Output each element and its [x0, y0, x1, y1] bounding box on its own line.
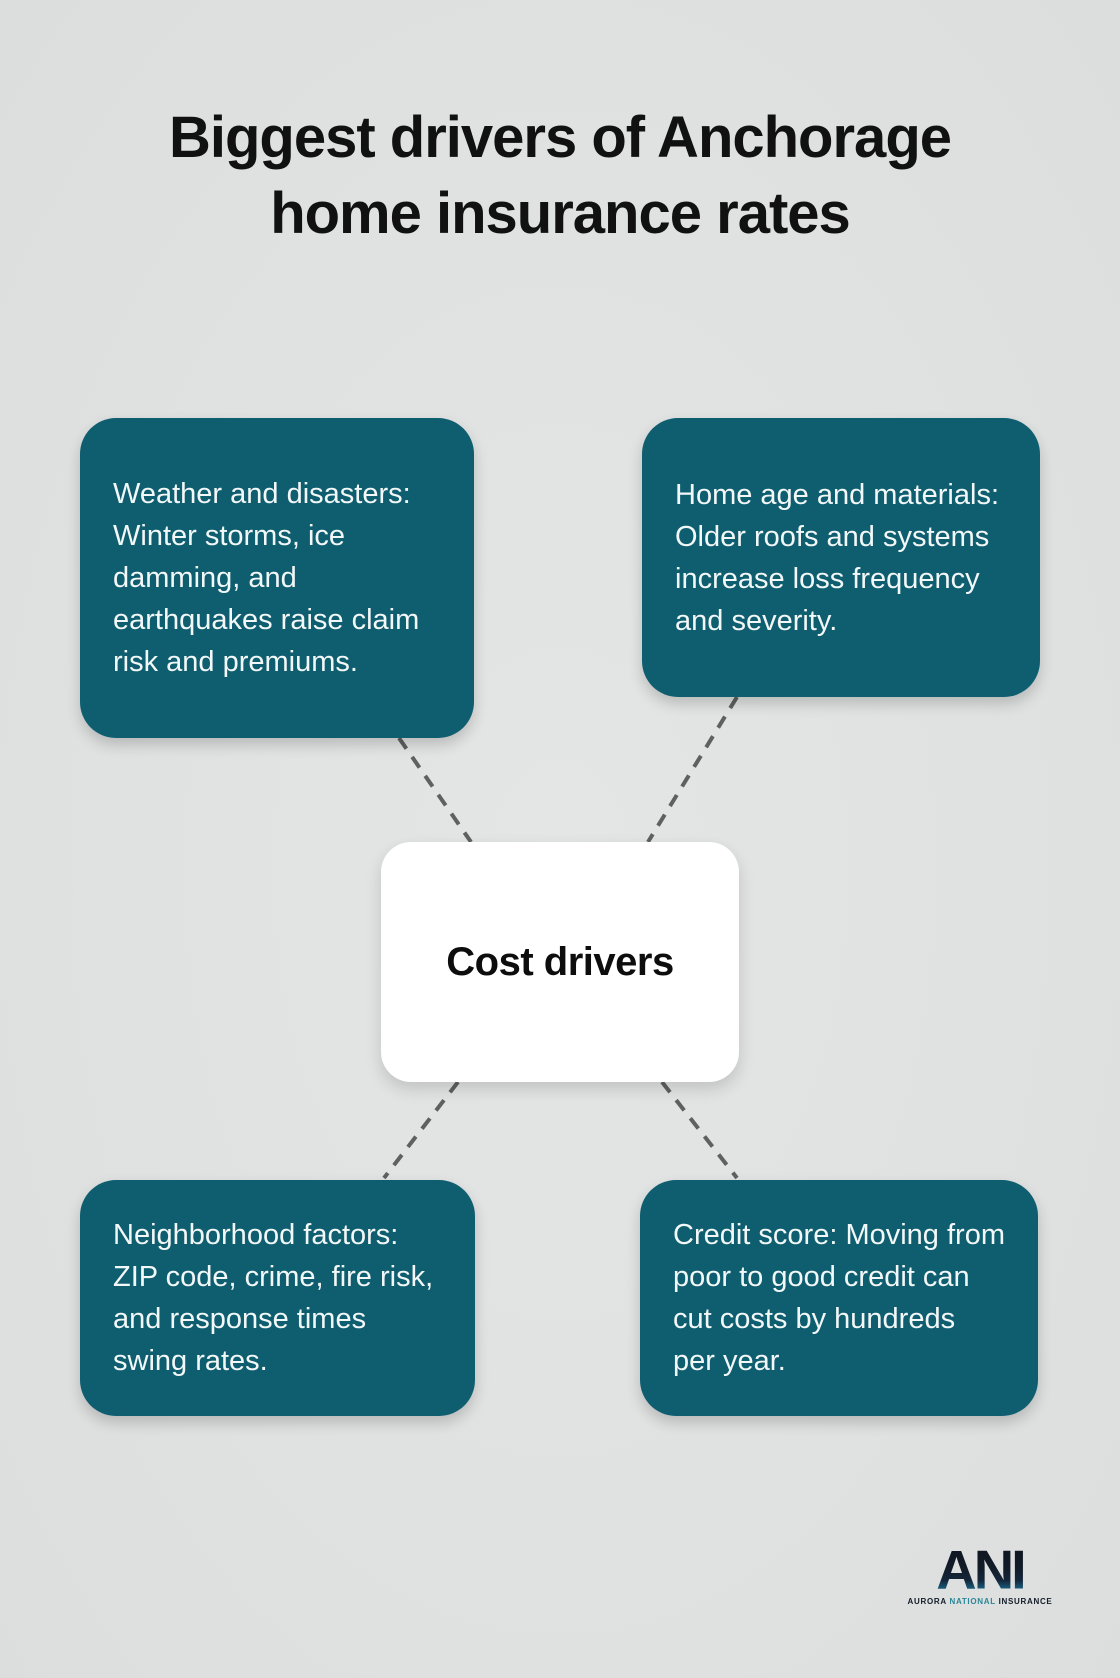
- connector-line-top-left: [397, 736, 473, 844]
- logo-acronym: ANI: [936, 1538, 1026, 1601]
- connector-line-top-right: [646, 695, 739, 844]
- factor-card-weather: Weather and disasters: Winter storms, ic…: [80, 418, 474, 738]
- factor-card-home-age-text: Home age and materials: Older roofs and …: [675, 478, 999, 637]
- factor-card-weather-text: Weather and disasters: Winter storms, ic…: [113, 478, 420, 678]
- center-node: Cost drivers: [381, 842, 739, 1082]
- connector-line-bottom-left: [382, 1080, 460, 1180]
- logo-tagline-insurance: INSURANCE: [995, 1597, 1053, 1606]
- factor-card-credit-score: Credit score: Moving from poor to good c…: [640, 1180, 1038, 1416]
- logo-tagline: AURORA NATIONAL INSURANCE: [908, 1597, 1053, 1606]
- factor-card-credit-score-text: Credit score: Moving from poor to good c…: [673, 1219, 1005, 1377]
- logo-tagline-national: NATIONAL: [949, 1597, 996, 1606]
- factor-card-home-age: Home age and materials: Older roofs and …: [642, 418, 1040, 697]
- brand-logo: ANI AURORA NATIONAL INSURANCE: [908, 1538, 1053, 1606]
- page-title: Biggest drivers of Anchorage home insura…: [168, 105, 952, 246]
- factor-card-neighborhood: Neighborhood factors: ZIP code, crime, f…: [80, 1180, 475, 1416]
- factor-card-neighborhood-text: Neighborhood factors: ZIP code, crime, f…: [113, 1219, 434, 1377]
- center-node-label: Cost drivers: [446, 939, 674, 984]
- connector-line-bottom-right: [660, 1080, 739, 1180]
- logo-tagline-aurora: AURORA: [907, 1597, 950, 1606]
